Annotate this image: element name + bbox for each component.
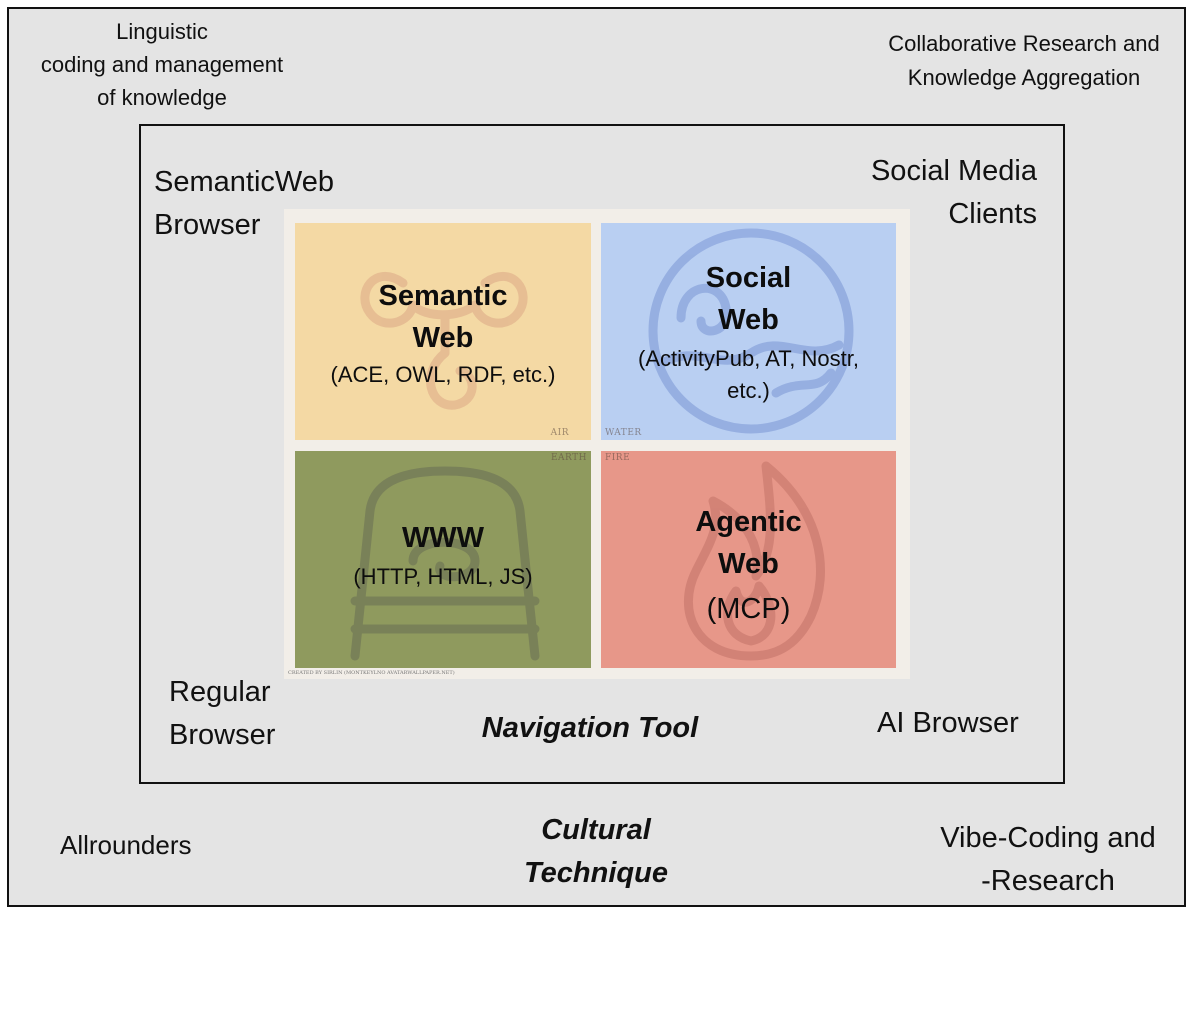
outer-bottom-right-label: Vibe-Coding and -Research	[940, 822, 1156, 897]
fire-flame-icon	[683, 461, 825, 661]
www-subtitle: (HTTP, HTML, JS)	[353, 564, 533, 589]
outer-top-right-label: Collaborative Research and Knowledge Agg…	[888, 31, 1160, 90]
social-web-subtitle-2: etc.)	[727, 378, 770, 403]
inner-bottom-left-label: Regular Browser	[169, 676, 276, 751]
social-web-title-2: Web	[718, 304, 779, 336]
semantic-web-title-1: Semantic	[378, 280, 508, 312]
social-web-title-1: Social	[705, 262, 792, 294]
earth-mountain-icon	[350, 466, 540, 661]
inner-top-right-label: Social Media Clients	[870, 155, 1037, 230]
quadrant-agentic-web: FIRE Agentic Web (MCP)	[601, 451, 896, 668]
agentic-web-title-2: Web	[718, 548, 779, 580]
www-title: WWW	[401, 522, 485, 554]
semantic-web-title-2: Web	[412, 322, 474, 354]
outer-bottom-center-label: Cultural Technique	[524, 814, 668, 889]
agentic-web-title-1: Agentic	[695, 506, 802, 538]
inner-top-left-label: SemanticWeb Browser	[154, 166, 334, 241]
inner-bottom-right-label: AI Browser	[877, 707, 1019, 739]
outer-bottom-left-label: Allrounders	[60, 830, 192, 860]
quadrant-www: EARTH WWW (HTTP, HTML, JS)	[295, 451, 591, 668]
water-wave-icon	[648, 228, 854, 434]
inner-bottom-center-label: Navigation Tool	[481, 712, 699, 744]
quadrant-semantic-web: AIR Semantic Web (ACE, OWL, RDF, etc.)	[295, 223, 591, 440]
air-swirl-icon	[360, 272, 528, 410]
quadrant-social-web: WATER Social Web (ActivityPub, AT, Nostr…	[601, 223, 896, 440]
social-web-subtitle-1: (ActivityPub, AT, Nostr,	[638, 346, 859, 371]
image-credit: CREATED BY SIRLIN (MONTKEYLNO AVATARWALL…	[288, 670, 455, 676]
outer-top-left-label: Linguistic coding and management of know…	[40, 19, 284, 110]
navigation-tool-frame	[139, 124, 1065, 784]
agentic-web-subtitle: (MCP)	[706, 593, 791, 625]
semantic-web-subtitle: (ACE, OWL, RDF, etc.)	[330, 362, 556, 387]
